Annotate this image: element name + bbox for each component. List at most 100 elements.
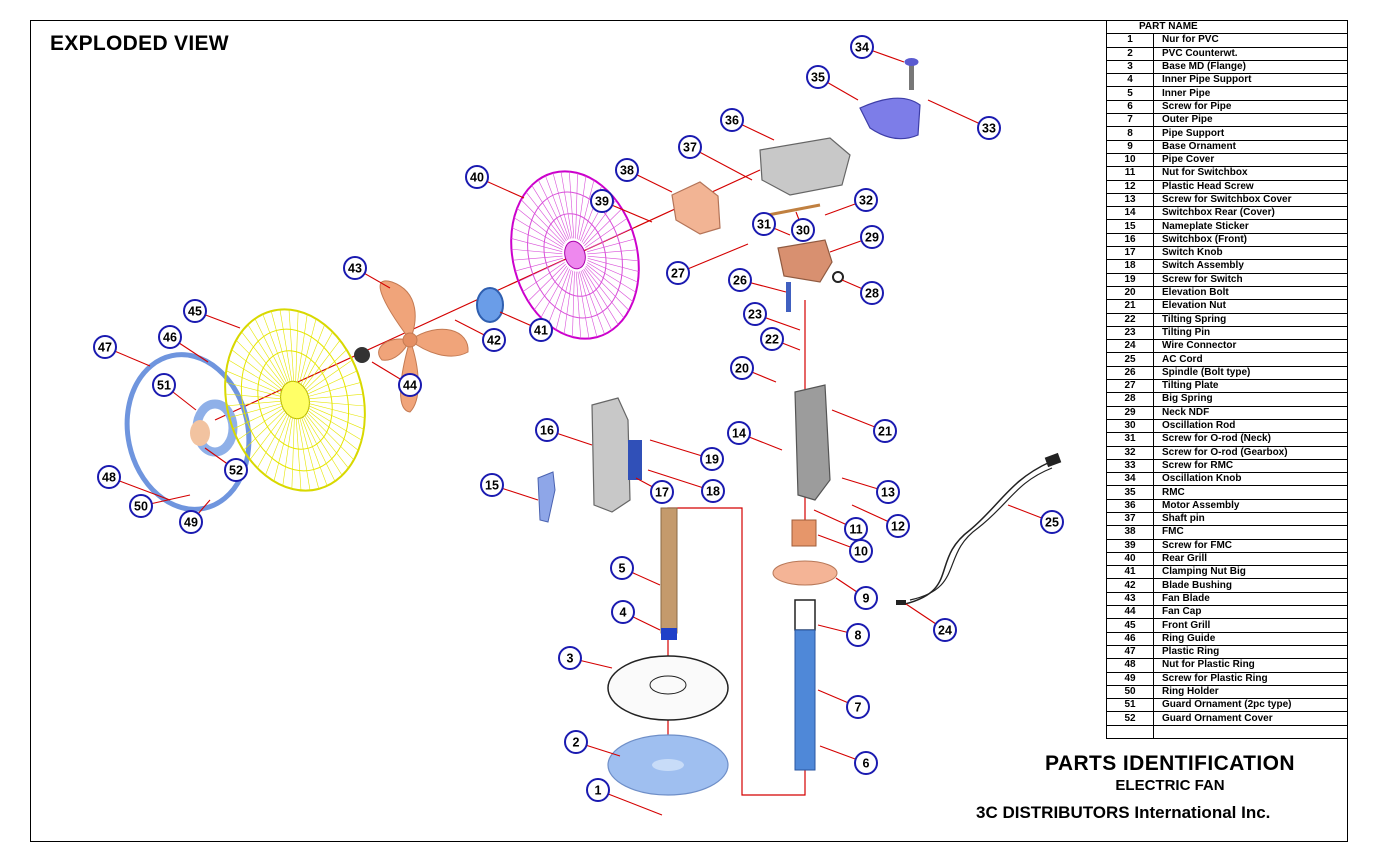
title-block: PARTS IDENTIFICATION ELECTRIC FAN (1000, 752, 1340, 794)
part-number-cell: 1 (1106, 33, 1154, 48)
rmc-part (859, 97, 921, 140)
callout-circle (720, 108, 744, 132)
callout-circle (529, 318, 553, 342)
part-number-cell: 46 (1106, 631, 1154, 646)
part-number-cell: 40 (1106, 551, 1154, 567)
callout-number: 21 (878, 425, 892, 439)
base-flange-part (607, 655, 729, 721)
ac-cord-second-strand (909, 467, 1053, 601)
callout-circle (846, 623, 870, 647)
part-number-cell: 26 (1106, 365, 1154, 381)
callout-circle (760, 327, 784, 351)
part-number-cell: 35 (1106, 485, 1154, 500)
parts-artwork (124, 58, 1062, 796)
callout-number: 16 (540, 424, 554, 438)
callout-43: 43 (343, 256, 367, 280)
fan-blade-part (378, 280, 469, 413)
part-number-cell: 15 (1106, 219, 1154, 234)
callout-number: 47 (98, 341, 112, 355)
callout-circle (564, 730, 588, 754)
part-name-cell: Switch Assembly (1153, 259, 1348, 274)
base-flange-center (649, 675, 687, 695)
part-name-cell: Motor Assembly (1153, 498, 1348, 513)
callout-number: 5 (619, 562, 626, 576)
callout-circle (586, 778, 610, 802)
callout-7: 7 (846, 695, 870, 719)
callout-number: 2 (573, 736, 580, 750)
callout-number: 10 (854, 545, 868, 559)
part-name-cell: Tilting Spring (1153, 312, 1348, 327)
part-name-cell: Base MD (Flange) (1153, 59, 1348, 75)
callout-5: 5 (610, 556, 634, 580)
callout-number: 30 (796, 224, 810, 238)
callout-number: 40 (470, 171, 484, 185)
callout-number: 11 (849, 523, 862, 537)
part-number-cell: 17 (1106, 246, 1154, 261)
callout-circle (886, 514, 910, 538)
callout-39: 39 (590, 189, 614, 213)
callout-number: 51 (157, 379, 171, 393)
motor-assembly-part (759, 137, 851, 196)
callout-21: 21 (873, 419, 897, 443)
callout-number: 19 (705, 453, 719, 467)
callout-circle (727, 421, 751, 445)
inner-pipe-part (660, 507, 678, 634)
part-number-cell: 47 (1106, 644, 1154, 660)
callout-circle (876, 480, 900, 504)
part-name-cell: Screw for Pipe (1153, 99, 1348, 115)
callout-41: 41 (529, 318, 553, 342)
part-name-cell: Ring Holder (1153, 684, 1348, 700)
callout-32: 32 (854, 188, 878, 212)
part-name-cell: Front Grill (1153, 618, 1348, 633)
callout-circle (152, 373, 176, 397)
callout-circle (183, 299, 207, 323)
part-number-cell: 44 (1106, 605, 1154, 620)
callout-circle (730, 356, 754, 380)
callout-4: 4 (611, 600, 635, 624)
part-name-cell: Guard Ornament Cover (1153, 711, 1348, 726)
callout-number: 13 (881, 486, 895, 500)
callout-49: 49 (179, 510, 203, 534)
part-number-cell: 10 (1106, 152, 1154, 168)
parts-table-blank-row (1106, 724, 1348, 740)
part-name-cell: Pipe Support (1153, 126, 1348, 141)
callout-38: 38 (615, 158, 639, 182)
callout-circle (850, 35, 874, 59)
part-name-cell: Switchbox (Front) (1153, 232, 1348, 248)
part-name-cell: Guard Ornament (2pc type) (1153, 698, 1348, 713)
callout-circle (806, 65, 830, 89)
part-number-cell: 4 (1106, 73, 1154, 88)
callout-number: 24 (938, 624, 952, 638)
part-number-cell: 21 (1106, 299, 1154, 314)
fmc-part (671, 181, 721, 235)
callout-circle (700, 447, 724, 471)
part-name-cell: FMC (1153, 525, 1348, 540)
pipe-support-part (794, 599, 816, 631)
callout-number: 43 (348, 262, 362, 276)
clamping-nut-part (476, 287, 504, 323)
part-number-cell: 27 (1106, 379, 1154, 394)
callout-number: 20 (735, 362, 749, 376)
pvc-counterweight-hole (652, 759, 684, 771)
callout-47: 47 (93, 335, 117, 359)
main-title: PARTS IDENTIFICATION (1045, 752, 1295, 775)
callout-number: 12 (891, 520, 905, 534)
nameplate-sticker-part (537, 471, 556, 523)
part-name-cell: Oscillation Rod (1153, 418, 1348, 434)
callout-number: 6 (863, 757, 870, 771)
part-name-cell: Base Ornament (1153, 139, 1348, 154)
company-name: 3C DISTRIBUTORS International Inc. (976, 803, 1271, 822)
part-number-cell: 18 (1106, 259, 1154, 274)
part-name-cell: Ring Guide (1153, 631, 1348, 646)
